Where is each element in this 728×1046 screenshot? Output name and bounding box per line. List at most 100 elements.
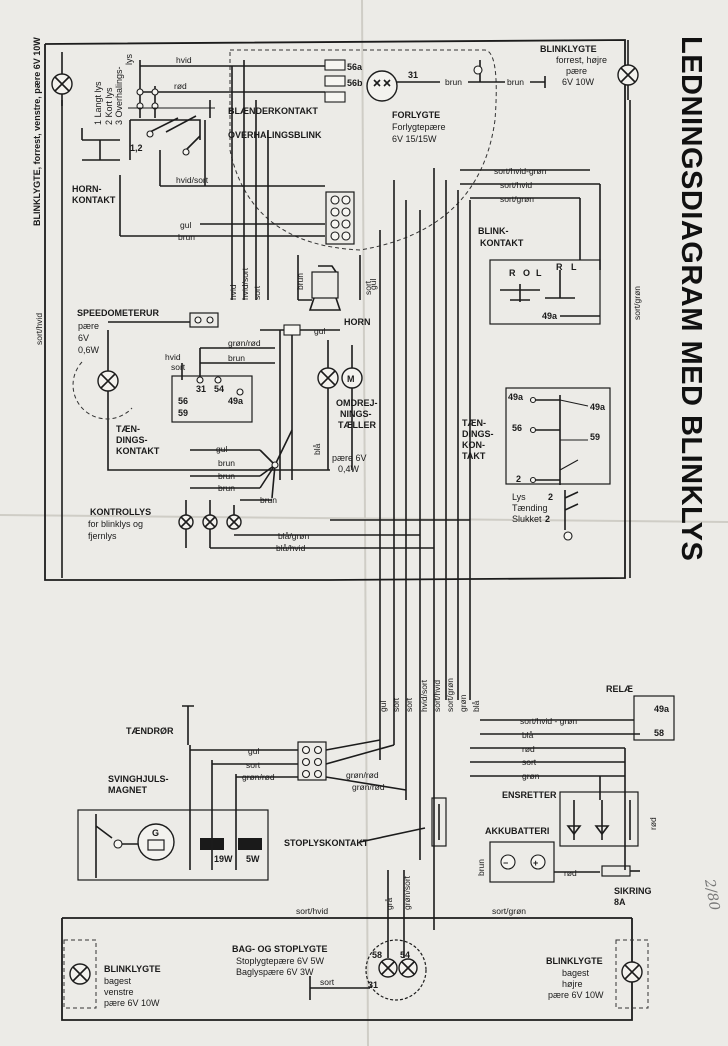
svg-text:Baglyspære 6V 3W: Baglyspære 6V 3W [236,967,314,977]
svg-text:lys: lys [124,54,134,65]
blink-contact: BLINK- KONTAKT R O L R L 49a [478,226,601,325]
svg-text:sort/hvid: sort/hvid [432,680,442,712]
headlight: 56a 56b 31 brun brun FORLYGTE Forlygtepæ… [324,59,546,144]
blink-front-right: BLINKLYGTE forrest, højre pære 6V 10W [540,40,639,100]
svg-text:sort/hvid: sort/hvid [296,906,328,916]
svg-text:2: 2 [548,492,553,502]
svg-text:blå: blå [522,730,534,740]
svg-text:sort/grøn: sort/grøn [632,286,642,320]
paper-fold-vertical [361,0,369,1046]
svg-text:grå: grå [384,897,394,910]
svg-text:gul: gul [378,701,388,712]
svg-text:hvid/sort: hvid/sort [419,679,429,712]
svg-text:31: 31 [196,384,206,394]
svg-text:M: M [347,374,355,384]
svg-text:56: 56 [178,396,188,406]
svg-text:56: 56 [512,423,522,433]
fuse: SIKRING 8A [601,865,652,907]
svg-text:−: − [503,858,508,868]
svg-text:sort: sort [320,977,335,987]
svg-text:6V 15/15W: 6V 15/15W [392,134,437,144]
svg-text:Slukket: Slukket [512,514,542,524]
svg-text:blå: blå [312,443,322,455]
svg-text:blå/grøn: blå/grøn [278,531,309,541]
svg-text:HORN: HORN [344,317,371,327]
title-block: LEDNINGSDIAGRAM MED BLINKLYS [675,36,707,561]
control-lights: KONTROLLYS for blinklys og fjernlys blå/… [88,500,470,553]
svg-text:0,6W: 0,6W [78,345,100,355]
svg-text:54: 54 [214,384,224,394]
ignition-contact-left: gul grøn/rød brun hvid sort 31 54 56 59 … [116,324,340,480]
svg-text:SIKRING: SIKRING [614,886,652,896]
svg-text:2 Kort lys: 2 Kort lys [104,87,114,125]
svg-text:brun: brun [228,353,245,363]
svg-text:blå: blå [471,700,481,712]
svg-text:bagest: bagest [562,968,590,978]
svg-text:54: 54 [400,950,410,960]
svg-text:brun: brun [218,458,235,468]
speedometer: SPEEDOMETERUR pære 6V 0,6W [72,308,330,471]
svg-text:sort: sort [391,697,401,712]
overhaling-label: OVERHALINGSBLINK [228,130,322,140]
svg-text:brun: brun [295,273,305,290]
coil-2 [238,838,262,850]
svg-text:venstre: venstre [104,987,134,997]
battery: AKKUBATTERI − + brun rød [476,826,600,883]
svg-text:BLINKLYGTE: BLINKLYGTE [104,964,161,974]
svg-text:49a: 49a [654,704,670,714]
svg-text:brun: brun [178,232,195,242]
svg-text:rød: rød [522,744,535,754]
svg-text:fjernlys: fjernlys [88,531,117,541]
svg-text:hvid/sort: hvid/sort [240,267,250,300]
rectifier-feed: rød sort grøn [470,744,626,870]
junction-block-lower: gul sort grøn/rød grøn/rød grøn/rød [190,739,407,792]
svg-text:pære 6V 10W: pære 6V 10W [548,990,604,1000]
dimmer-switch: hvid rød 1,2 1 Langt lys 2 Kort lys 3 Ov… [93,54,325,187]
svg-text:forrest, højre: forrest, højre [556,55,607,65]
svg-text:grøn/sort: grøn/sort [402,875,412,910]
svg-text:hvid: hvid [228,284,238,300]
svg-text:TÆN-: TÆN- [116,424,140,434]
svg-text:5W: 5W [246,854,260,864]
junction-block-upper [325,191,355,245]
svg-text:49a: 49a [508,392,524,402]
svg-text:sort/grøn: sort/grøn [500,194,534,204]
svg-text:hvid: hvid [165,352,181,362]
svg-text:sort/grøn: sort/grøn [445,678,455,712]
svg-text:sort/hvid-grøn: sort/hvid-grøn [494,166,547,176]
svg-text:KON-: KON- [462,440,485,450]
svg-text:gul: gul [248,746,259,756]
svg-text:49a: 49a [542,311,558,321]
svg-text:6V: 6V [78,333,89,343]
headlight-title: FORLYGTE [392,110,440,120]
svg-text:Lys: Lys [512,492,526,502]
svg-text:gul: gul [216,444,227,454]
svg-text:BLINKLYGTE: BLINKLYGTE [546,956,603,966]
svg-text:bagest: bagest [104,976,132,986]
svg-text:KONTROLLYS: KONTROLLYS [90,507,151,517]
svg-text:31: 31 [408,70,418,80]
svg-text:+: + [533,858,538,868]
svg-text:58: 58 [372,950,382,960]
svg-text:grøn/rød: grøn/rød [228,338,261,348]
svg-text:sort/hvid: sort/hvid [500,180,532,190]
svg-text:sort/hvid - grøn: sort/hvid - grøn [520,716,577,726]
svg-text:brun: brun [507,77,524,87]
svg-text:56b: 56b [347,78,363,88]
svg-text:31: 31 [368,980,378,990]
svg-text:pære 6V 10W: pære 6V 10W [104,998,160,1008]
svg-text:sort: sort [522,757,537,767]
dimmer-label: BLÆNDERKONTAKT [228,106,318,116]
svg-text:49a: 49a [228,396,244,406]
stoplight-contact: STOPLYSKONTAKT [284,797,447,848]
svg-text:OMDREJ-: OMDREJ- [336,398,378,408]
svg-text:KONTAKT: KONTAKT [72,195,116,205]
svg-text:O: O [523,268,530,278]
svg-text:KONTAKT: KONTAKT [480,238,524,248]
svg-text:sort/grøn: sort/grøn [492,906,526,916]
svg-text:AKKUBATTERI: AKKUBATTERI [485,826,549,836]
diagram-title: LEDNINGSDIAGRAM MED BLINKLYS [675,36,707,561]
horn: brun sort HORN [295,255,373,327]
svg-text:pære 6V: pære 6V [332,453,367,463]
